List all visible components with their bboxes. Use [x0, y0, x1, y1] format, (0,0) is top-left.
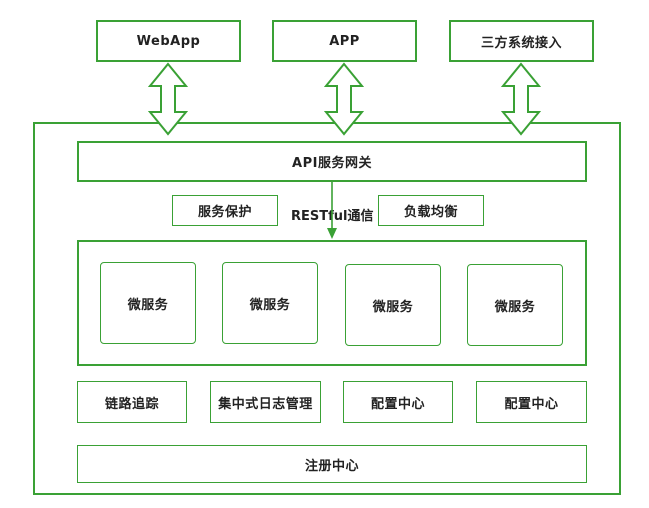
api-gateway-box: API服务网关	[77, 141, 587, 182]
app-client-box: APP	[272, 20, 417, 62]
config-center-box-2: 配置中心	[476, 381, 587, 423]
microservice-box-4: 微服务	[467, 264, 563, 346]
app-gateway-double-arrow	[323, 62, 365, 136]
registry-center-box: 注册中心	[77, 445, 587, 483]
webapp-gateway-double-arrow	[147, 62, 189, 136]
microservice-box-1: 微服务	[100, 262, 196, 344]
tracing-box: 链路追踪	[77, 381, 187, 423]
logging-box: 集中式日志管理	[210, 381, 321, 423]
third-party-gateway-double-arrow	[500, 62, 542, 136]
gateway-to-services-arrow	[327, 182, 337, 239]
config-center-box-1: 配置中心	[343, 381, 453, 423]
platform-container	[33, 122, 621, 495]
microservice-box-3: 微服务	[345, 264, 441, 346]
third-party-client-box: 三方系统接入	[449, 20, 594, 62]
webapp-client-box: WebApp	[96, 20, 241, 62]
service-protection-box: 服务保护	[172, 195, 278, 226]
load-balancing-box: 负载均衡	[378, 195, 484, 226]
microservice-box-2: 微服务	[222, 262, 318, 344]
microservices-container	[77, 240, 587, 366]
